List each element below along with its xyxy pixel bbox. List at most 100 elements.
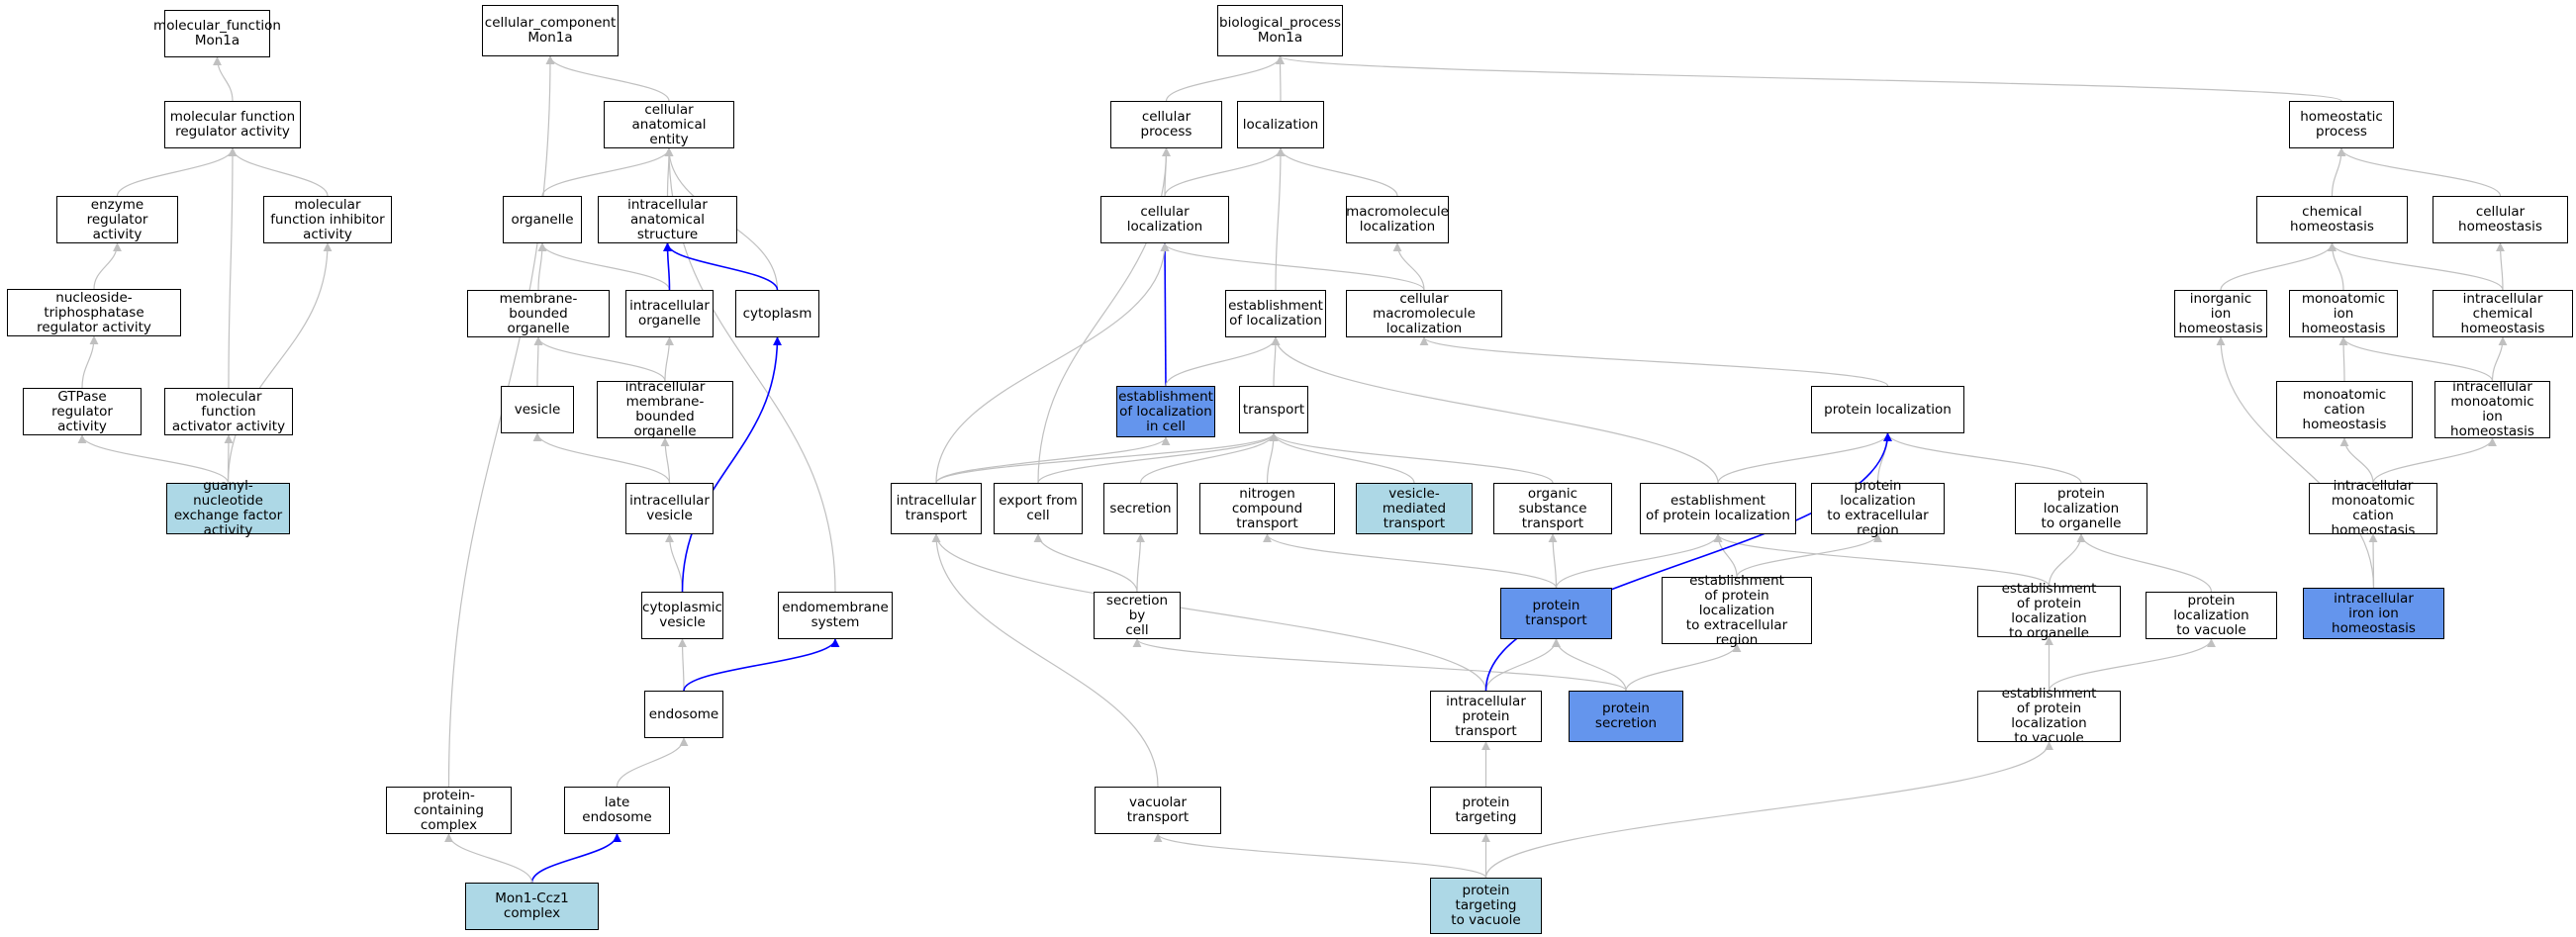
node-inorg-homeo[interactable]: inorganic ion homeostasis xyxy=(2174,290,2267,337)
edge-mf-reg-to-mf-root xyxy=(213,56,234,102)
node-ic-prot-transport[interactable]: intracellular protein transport xyxy=(1430,691,1542,742)
edge-est-prot-ext-to-prot-loc-ext xyxy=(1736,533,1882,578)
edge-ic-transport-to-est-loc-cell xyxy=(935,436,1171,484)
node-mbo[interactable]: membrane-bounded organelle xyxy=(467,290,610,337)
node-mon1[interactable]: Mon1-Ccz1 complex xyxy=(465,883,599,930)
node-enz-reg[interactable]: enzyme regulator activity xyxy=(56,196,178,243)
edge-vesmed-to-transport xyxy=(1269,432,1415,484)
edge-est-prot-loc-to-est-loc xyxy=(1271,336,1719,484)
node-mf-act[interactable]: molecular function activator activity xyxy=(164,388,293,435)
node-ias[interactable]: intracellular anatomical structure xyxy=(598,196,737,243)
edge-prot-transport-to-nitro xyxy=(1263,533,1558,589)
node-mf-reg[interactable]: molecular function regulator activity xyxy=(164,101,301,148)
node-prot-loc[interactable]: protein localization xyxy=(1811,386,1964,433)
node-chem-homeo[interactable]: chemical homeostasis xyxy=(2256,196,2408,243)
node-io[interactable]: intracellular organelle xyxy=(625,290,714,337)
edge-prot-secretion-to-sec-cell xyxy=(1132,638,1627,692)
edge-endosome-to-cv xyxy=(678,638,688,692)
node-imonoion-homeo[interactable]: intracellular monoatomic ion homeostasis xyxy=(2434,380,2550,439)
node-cmacro-loc[interactable]: cellular macromolecule localization xyxy=(1346,290,1502,337)
edge-vac-transport-to-ic-transport xyxy=(931,533,1159,788)
node-ic-transport[interactable]: intracellular transport xyxy=(891,483,982,534)
node-imbo[interactable]: intracellular membrane-bounded organelle xyxy=(597,380,733,439)
node-cv[interactable]: cytoplasmic vesicle xyxy=(641,592,723,639)
edge-imonoion-homeo-to-monoion-homeo xyxy=(2338,336,2494,382)
edge-mf-inhib-to-mf-reg xyxy=(228,147,329,197)
edge-macro-loc-to-localization xyxy=(1276,147,1398,197)
node-orgsub[interactable]: organic substance transport xyxy=(1493,483,1612,534)
edge-imbo-to-mbo xyxy=(533,336,666,382)
edge-endosome-to-endomem xyxy=(683,638,840,692)
node-prot-loc-org[interactable]: protein localization to organelle xyxy=(2015,483,2147,534)
node-gef[interactable]: guanyl-nucleotide exchange factor activi… xyxy=(166,479,290,538)
node-mf-root[interactable]: molecular_function Mon1a xyxy=(153,10,281,57)
node-prot-transport[interactable]: protein transport xyxy=(1500,588,1612,639)
node-vesicle[interactable]: vesicle xyxy=(501,386,574,433)
edge-cell-homeo-to-homeo xyxy=(2337,147,2502,197)
node-gtpase-reg[interactable]: GTPase regulator activity xyxy=(23,388,142,435)
edge-gef-to-gtpase-reg xyxy=(77,434,230,484)
node-endosome[interactable]: endosome xyxy=(644,691,723,738)
node-est-prot-vac[interactable]: establishment of protein localization to… xyxy=(1977,687,2121,746)
node-homeo[interactable]: homeostatic process xyxy=(2289,101,2394,148)
node-cell-homeo[interactable]: cellular homeostasis xyxy=(2433,196,2568,243)
node-iv[interactable]: intracellular vesicle xyxy=(625,483,714,534)
edge-ichem-homeo-to-chem-homeo xyxy=(2328,242,2504,291)
edge-io-to-ias xyxy=(663,242,673,291)
edge-enz-reg-to-mf-reg xyxy=(116,147,238,197)
edge-monocat-homeo-to-monoion-homeo xyxy=(2338,336,2348,382)
edge-est-loc-cell-to-est-loc xyxy=(1165,336,1281,387)
edge-est-loc-cell-to-cell-loc xyxy=(1160,242,1170,387)
node-prot-loc-ext[interactable]: protein localization to extracellular re… xyxy=(1811,479,1945,538)
node-ntp-reg[interactable]: nucleoside-triphosphatase regulator acti… xyxy=(7,289,181,336)
node-nitro[interactable]: nitrogen compound transport xyxy=(1199,483,1335,534)
edge-monoion-homeo-to-chem-homeo xyxy=(2328,242,2344,291)
node-imonocat-homeo[interactable]: intracellular monoatomic cation homeosta… xyxy=(2309,479,2437,538)
node-cae[interactable]: cellular anatomical entity xyxy=(604,101,734,148)
node-est-prot-org[interactable]: establishment of protein localization to… xyxy=(1977,582,2121,641)
edge-pcc-to-cc-root xyxy=(447,55,555,788)
node-secretion[interactable]: secretion xyxy=(1103,483,1178,534)
edge-prot-secretion-to-est-prot-ext xyxy=(1625,643,1742,692)
edge-ic-transport-to-cell-loc xyxy=(935,242,1170,484)
node-cytoplasm[interactable]: cytoplasm xyxy=(735,290,819,337)
node-ichem-homeo[interactable]: intracellular chemical homeostasis xyxy=(2433,290,2573,337)
edge-mbo-to-organelle xyxy=(537,242,547,291)
node-transport[interactable]: transport xyxy=(1239,386,1308,433)
edge-sec-cell-to-secretion xyxy=(1135,533,1145,593)
node-pcc[interactable]: protein-containing complex xyxy=(386,787,512,834)
edge-cv-to-cytoplasm xyxy=(681,336,782,593)
edge-imonoion-homeo-to-ichem-homeo xyxy=(2491,336,2508,382)
node-sec-cell[interactable]: secretion by cell xyxy=(1094,592,1181,639)
edge-cmacro-loc-to-macro-loc xyxy=(1392,242,1425,291)
node-est-prot-ext[interactable]: establishment of protein localization to… xyxy=(1662,573,1812,647)
node-prot-target-vac[interactable]: protein targeting to vacuole xyxy=(1430,878,1542,934)
node-vesmed[interactable]: vesicle-mediated transport xyxy=(1356,483,1473,534)
node-macro-loc[interactable]: macromolecule localization xyxy=(1346,196,1449,243)
edge-prot-target-vac-to-est-prot-vac xyxy=(1484,741,2053,879)
node-organelle[interactable]: organelle xyxy=(503,196,582,243)
edge-prot-loc-to-cmacro-loc xyxy=(1419,336,1889,387)
node-export[interactable]: export from cell xyxy=(994,483,1083,534)
node-prot-loc-vac[interactable]: protein localization to vacuole xyxy=(2146,592,2277,639)
edge-iv-to-imbo xyxy=(660,437,671,484)
node-monocat-homeo[interactable]: monoatomic cation homeostasis xyxy=(2276,381,2413,438)
node-vac-transport[interactable]: vacuolar transport xyxy=(1095,787,1221,834)
node-est-loc[interactable]: establishment of localization xyxy=(1225,290,1326,337)
node-cell-loc[interactable]: cellular localization xyxy=(1100,196,1229,243)
edge-iiron-to-inorg-homeo xyxy=(2216,336,2375,589)
node-bp-root[interactable]: biological_process Mon1a xyxy=(1217,5,1343,56)
node-iiron[interactable]: intracellular iron ion homeostasis xyxy=(2303,588,2444,639)
node-localization[interactable]: localization xyxy=(1237,101,1324,148)
node-prot-secretion[interactable]: protein secretion xyxy=(1569,691,1683,742)
node-prot-targeting[interactable]: protein targeting xyxy=(1430,787,1542,834)
node-est-loc-cell[interactable]: establishment of localization in cell xyxy=(1116,386,1215,437)
node-endomem[interactable]: endomembrane system xyxy=(778,592,893,639)
node-est-prot-loc[interactable]: establishment of protein localization xyxy=(1640,483,1796,534)
node-cell-proc[interactable]: cellular process xyxy=(1110,101,1222,148)
edge-cell-proc-to-bp-root xyxy=(1165,55,1285,102)
node-late-endo[interactable]: late endosome xyxy=(564,787,670,834)
node-monoion-homeo[interactable]: monoatomic ion homeostasis xyxy=(2289,290,2398,337)
node-mf-inhib[interactable]: molecular function inhibitor activity xyxy=(263,196,392,243)
node-cc-root[interactable]: cellular_component Mon1a xyxy=(482,5,619,56)
